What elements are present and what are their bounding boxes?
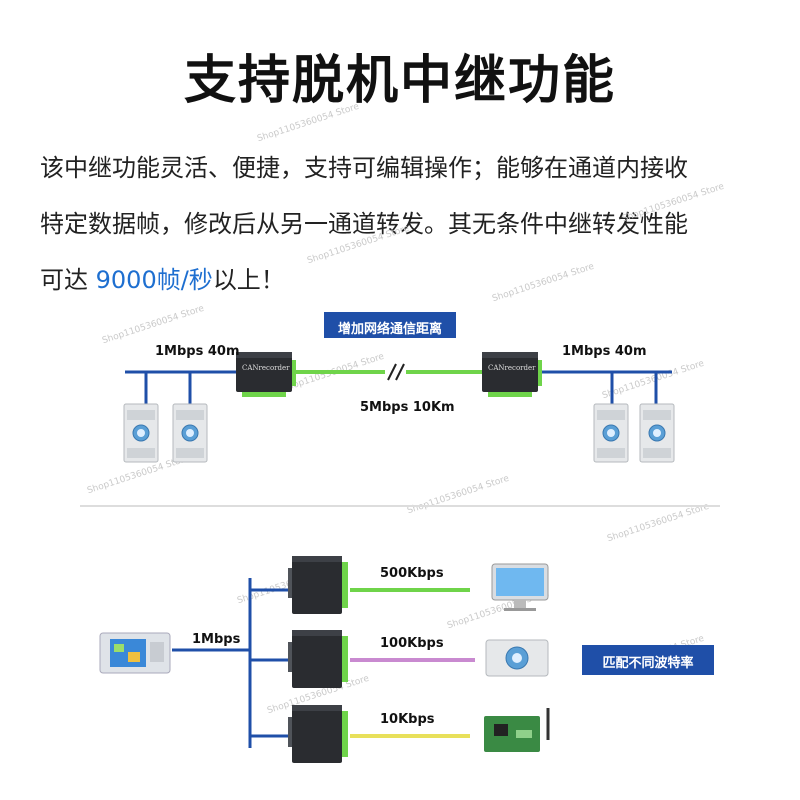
can-recorder-left <box>236 352 296 397</box>
link-label: 5Mbps 10Km <box>360 400 455 415</box>
can-node-module <box>593 403 629 463</box>
channel-label-500k: 500Kbps <box>380 566 444 581</box>
description-line-2: 特定数据帧，修改后从另一通道转发。其无条件中继转发性能 <box>40 210 688 238</box>
can-recorder-right <box>482 352 542 397</box>
top-banner-text: 增加网络通信距离 <box>324 318 456 337</box>
break-mark <box>395 363 405 381</box>
can-recorder-ch3 <box>288 705 348 763</box>
description-line-3-prefix: 可达 <box>40 266 96 294</box>
description-line-1: 该中继功能灵活、便捷，支持可编辑操作；能够在通道内接收 <box>40 154 688 182</box>
right-bus-label: 1Mbps 40m <box>562 344 647 359</box>
description-line-3: 可达 9000帧/秒以上！ <box>40 252 770 308</box>
can-node-module <box>639 403 675 463</box>
channel-label-10k: 10Kbps <box>380 712 435 727</box>
break-mark <box>387 363 397 381</box>
main-bus-label: 1Mbps <box>192 632 241 647</box>
page-title: 支持脱机中继功能 <box>183 51 616 111</box>
device-label-left: CANrecorder <box>242 364 290 372</box>
description-line-3-suffix: 以上！ <box>212 266 285 294</box>
left-bus-label: 1Mbps 40m <box>155 344 240 359</box>
bottom-banner-text: 匹配不同波特率 <box>582 652 714 671</box>
device-label-right: CANrecorder <box>488 364 536 372</box>
description: 该中继功能灵活、便捷，支持可编辑操作；能够在通道内接收 特定数据帧，修改后从另一… <box>40 140 770 308</box>
can-recorder-ch1 <box>288 556 348 614</box>
can-recorder-ch2 <box>288 630 348 688</box>
channel-label-100k: 100Kbps <box>380 636 444 651</box>
can-node-module <box>123 403 159 463</box>
performance-highlight: 9000帧/秒 <box>95 266 213 294</box>
can-node-module <box>172 403 208 463</box>
